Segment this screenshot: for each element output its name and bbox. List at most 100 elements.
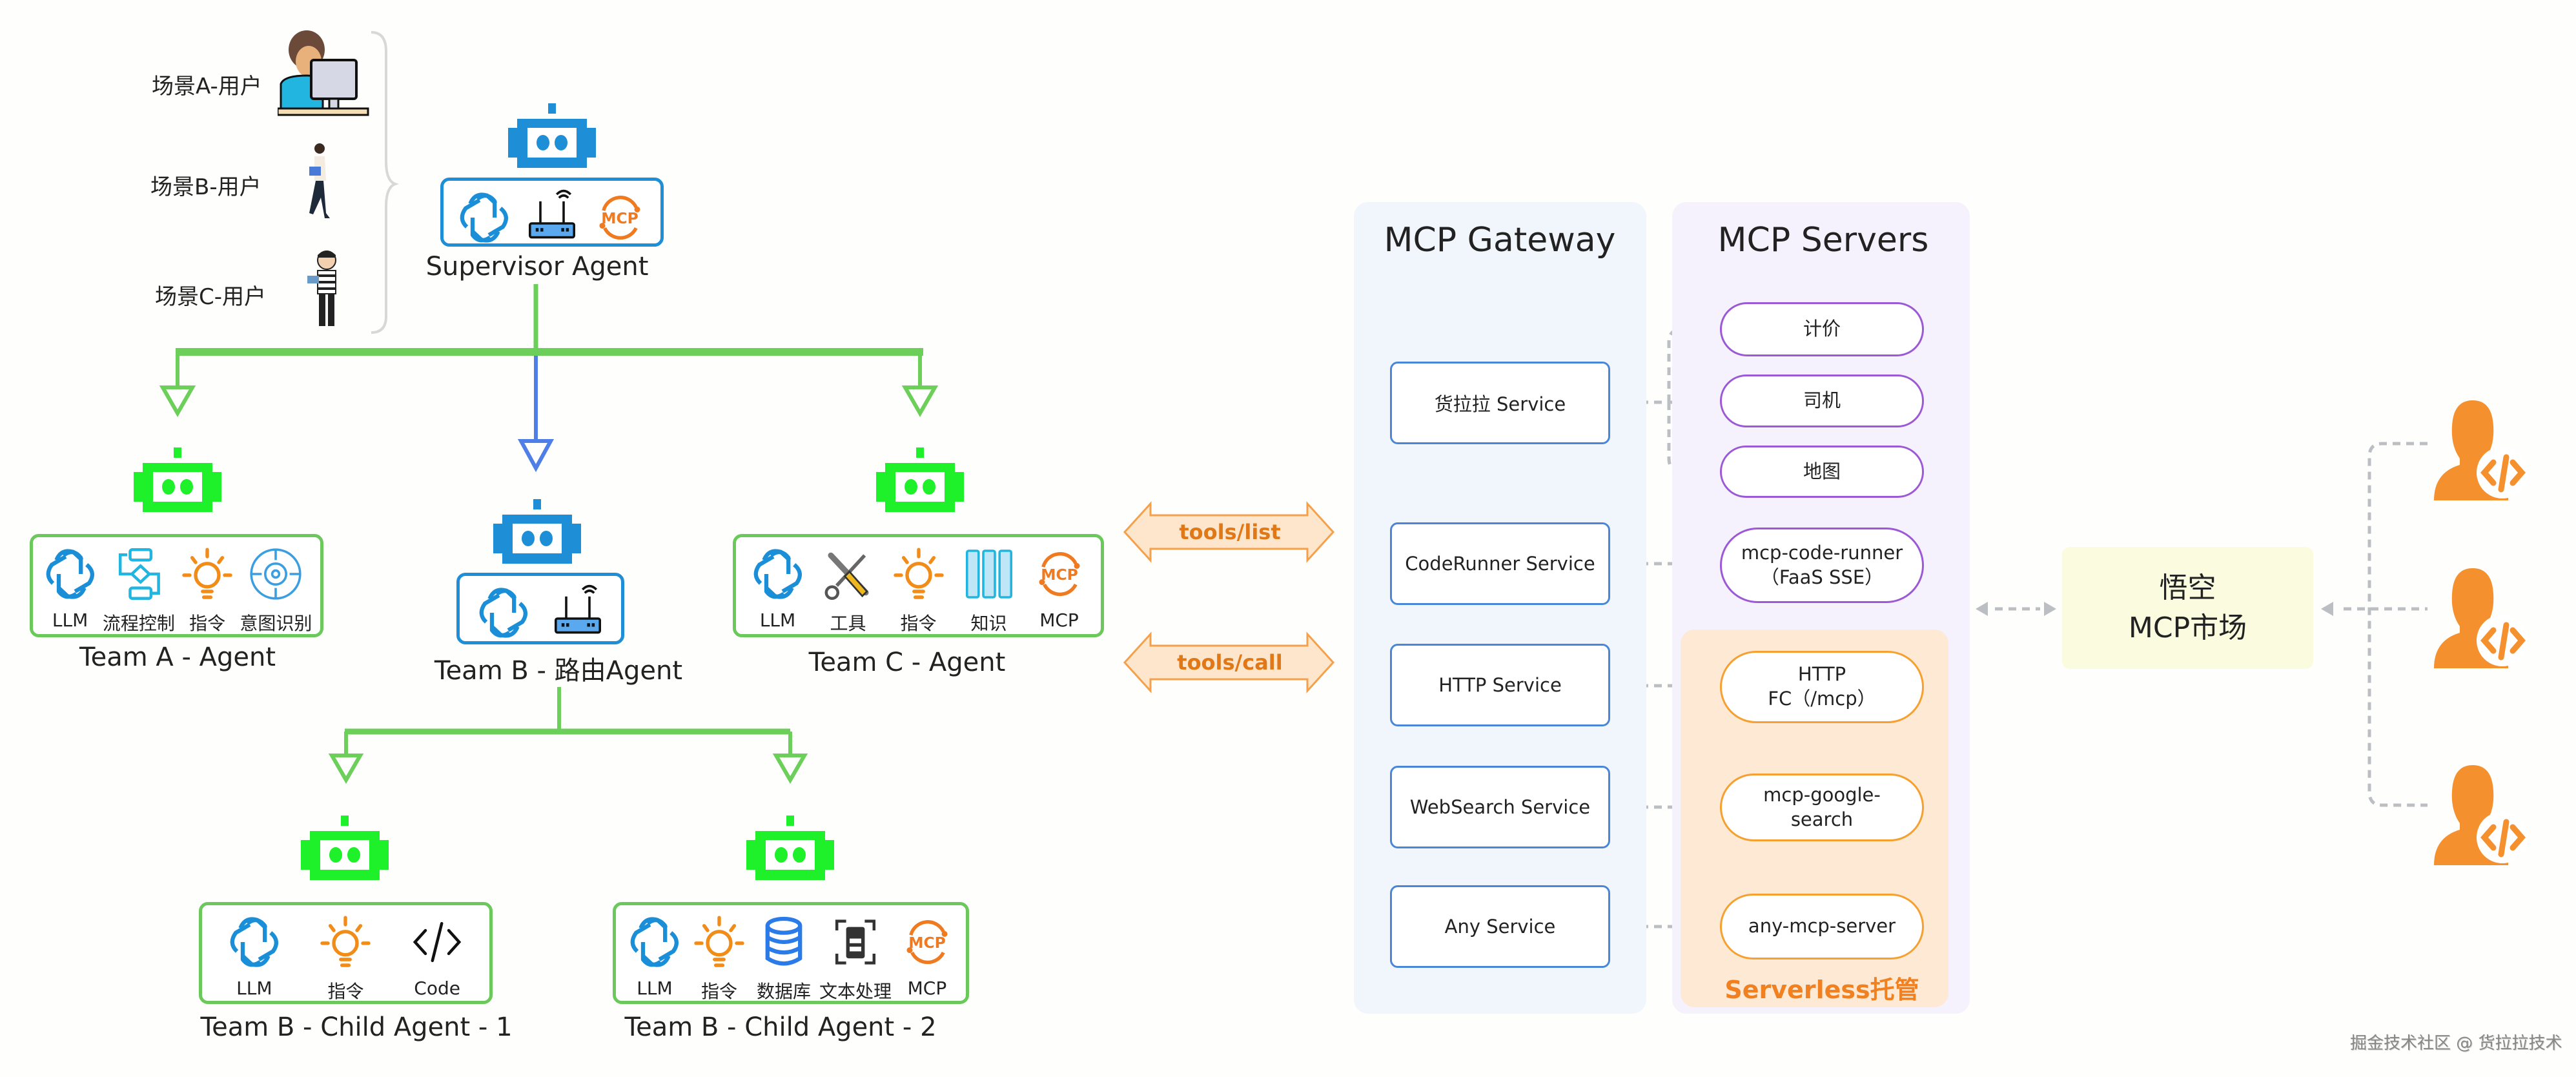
user-b-label: 场景B-用户: [150, 174, 261, 200]
mcp-icon: MCP: [1030, 545, 1089, 606]
mcp-server-label: any-mcp-server: [1748, 915, 1896, 938]
tool-openai: [475, 584, 533, 644]
lightbulb-icon: [178, 545, 236, 606]
tool-item: 文本处理: [819, 913, 892, 1003]
tool-label: 指令: [189, 613, 226, 634]
mcp-server-label: FC（/mcp）: [1768, 688, 1876, 710]
tool-label: LLM: [236, 978, 272, 999]
tool-label: MCP: [1039, 610, 1079, 631]
gateway-service-label: 货拉拉 Service: [1434, 393, 1566, 415]
team-c-agent-label: Team C - Agent: [808, 648, 1006, 677]
tool-label: 指令: [700, 981, 737, 1002]
gateway-service[interactable]: WebSearch Service: [1390, 766, 1610, 848]
tool-item: MCP MCP: [1030, 545, 1089, 631]
team-c-robot-icon: [876, 447, 964, 512]
tool-item: 指令: [690, 913, 748, 1003]
market-name: 悟空: [2159, 571, 2216, 604]
lightbulb-icon: [890, 545, 948, 606]
child-1-robot-icon: [301, 815, 389, 880]
gateway-service[interactable]: Any Service: [1390, 885, 1610, 968]
mcp-gateway-panel: [1354, 202, 1646, 1014]
supervisor-agent-label: Supervisor Agent: [425, 252, 649, 282]
supervisor-toolbox: MCP: [440, 178, 664, 247]
child-2-robot-icon: [746, 815, 834, 880]
arrowhead-team-c: [901, 385, 939, 418]
gateway-service-label: HTTP Service: [1438, 674, 1562, 696]
footer-credit: 掘金技术社区 @ 货拉拉技术: [2350, 1034, 2562, 1053]
tool-label: LLM: [52, 610, 88, 631]
tool-item: 知识: [960, 545, 1018, 635]
arrowhead-team-a: [159, 385, 196, 418]
tool-item: 流程控制: [103, 545, 175, 635]
code-icon: [408, 913, 466, 974]
arrowhead-team-b: [517, 439, 555, 473]
mcp-server[interactable]: mcp-code-runner（FaaS SSE）: [1720, 528, 1924, 603]
tool-label: LLM: [637, 978, 673, 999]
lightbulb-icon: [690, 913, 748, 974]
mcp-server[interactable]: 地图: [1720, 446, 1924, 498]
openai-icon: [475, 584, 533, 644]
mcp-gateway-title: MCP Gateway: [1384, 221, 1616, 260]
mcp-server[interactable]: any-mcp-server: [1720, 894, 1924, 959]
gateway-service-label: CodeRunner Service: [1405, 553, 1595, 575]
mcp-server-label: 计价: [1803, 318, 1841, 340]
user-a-label: 场景A-用户: [152, 74, 262, 99]
team-a-agent-label: Team A - Agent: [79, 642, 276, 672]
tool-router: [549, 584, 607, 644]
openai-icon: [626, 913, 684, 974]
svg-text:MCP: MCP: [908, 934, 946, 952]
tool-label: 数据库: [756, 981, 811, 1002]
svg-text:MCP: MCP: [602, 209, 639, 227]
mcp-server[interactable]: 计价: [1720, 302, 1924, 356]
tool-item: LLM: [225, 913, 283, 999]
tool-item: 指令: [178, 545, 236, 635]
tool-item: LLM: [41, 545, 99, 631]
user-at-computer-icon: [278, 30, 369, 116]
tools-call-label: tools/call: [1177, 650, 1283, 675]
child-agent-1-label: Team B - Child Agent - 1: [200, 1012, 513, 1042]
arrowhead-child-1: [328, 754, 364, 784]
tool-item: LLM: [749, 545, 807, 631]
walking-user-icon: [309, 143, 330, 218]
team-a-toolbox: LLM 流程控制 指令 意图识别: [30, 534, 323, 637]
tool-label: 知识: [970, 613, 1007, 634]
tool-item: 指令: [890, 545, 948, 635]
mcp-server-label: mcp-code-runner: [1741, 541, 1903, 564]
tool-item: 数据库: [755, 913, 813, 1003]
tool-mcp: MCP: [591, 189, 649, 249]
wukong-mcp-market[interactable]: 悟空 MCP市场: [2062, 547, 2313, 669]
mcp-servers-title: MCP Servers: [1717, 221, 1929, 260]
gateway-service[interactable]: CodeRunner Service: [1390, 522, 1610, 605]
mcp-server[interactable]: mcp-google-search: [1720, 774, 1924, 841]
tools-call-arrow: [1123, 631, 1335, 693]
developer-icon: [2434, 765, 2528, 865]
tool-item: 工具: [819, 545, 877, 635]
tool-label: 流程控制: [102, 613, 175, 634]
supervisor-branch-lines: [159, 284, 939, 473]
team-b-agent-label: Team B - 路由Agent: [434, 656, 683, 686]
child-agent-2-label: Team B - Child Agent - 2: [624, 1012, 937, 1042]
gateway-service-label: WebSearch Service: [1409, 796, 1591, 818]
openai-icon: [455, 189, 513, 249]
team-c-toolbox: LLM 工具 指令 知识 MCP MCP: [733, 534, 1104, 637]
child-1-toolbox: LLM 指令 Code: [199, 902, 493, 1004]
gateway-service[interactable]: HTTP Service: [1390, 644, 1610, 726]
mcp-server-label: mcp-google-: [1763, 783, 1881, 806]
gateway-service[interactable]: 货拉拉 Service: [1390, 362, 1610, 444]
document-scan-icon: [826, 913, 884, 974]
target-icon: [247, 545, 305, 606]
mcp-server-label: search: [1790, 808, 1854, 830]
tool-item: 意图识别: [240, 545, 312, 635]
team-b-robot-icon: [493, 499, 581, 564]
tool-label: 意图识别: [240, 613, 312, 634]
user-group-brace: [371, 31, 399, 334]
tool-label: 指令: [900, 613, 937, 634]
openai-icon: [749, 545, 807, 606]
tool-label: 指令: [327, 981, 364, 1002]
team-b-toolbox: [456, 573, 624, 644]
mcp-server[interactable]: 司机: [1720, 374, 1924, 427]
